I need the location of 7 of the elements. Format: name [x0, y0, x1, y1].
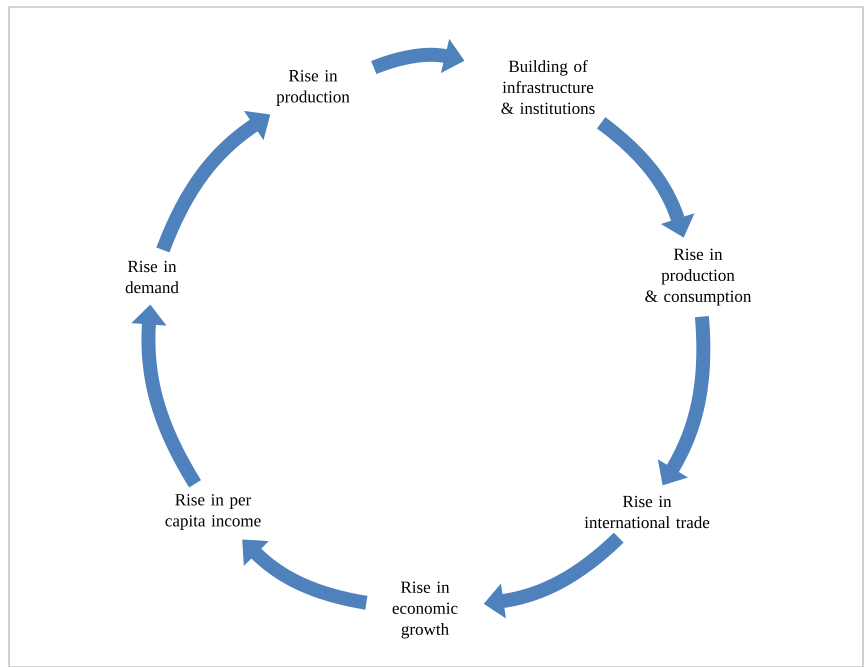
cycle-step-text: Rise in demand — [126, 260, 179, 294]
cycle-step-text: Rise in economic growth — [392, 582, 458, 638]
cycle-step-text: Rise in international trade — [584, 496, 710, 528]
cycle-step-text: Building of infrastructure & institutions — [501, 60, 595, 114]
cycle-step-text: Rise in production — [276, 70, 350, 106]
cycle-step-text: Rise in production & consumption — [645, 248, 752, 306]
cycle-step-text: Rise in per capita income — [166, 494, 261, 530]
